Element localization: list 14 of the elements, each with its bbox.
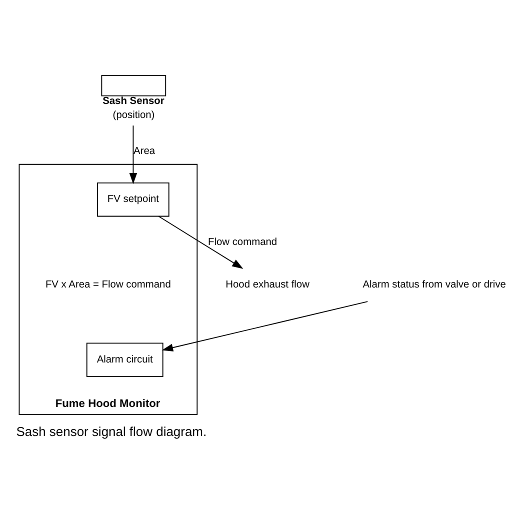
node-box xyxy=(101,74,166,96)
arrow xyxy=(129,125,138,184)
arrow xyxy=(162,301,368,352)
edge-label: Area xyxy=(134,146,156,157)
arrow xyxy=(158,216,244,269)
label: FV x Area = Flow command xyxy=(45,279,171,290)
node-label: (position) xyxy=(112,110,155,121)
caption: Sash sensor signal flow diagram. xyxy=(16,424,207,440)
node-label: Sash Sensor xyxy=(102,96,164,107)
edge-label: Flow command xyxy=(208,236,278,248)
node-text: Alarm status from valve or drive xyxy=(362,279,506,290)
node-text: Hood exhaust flow xyxy=(226,279,310,290)
node-box: FV setpoint xyxy=(97,182,170,217)
node-box: Alarm circuit xyxy=(86,342,164,378)
